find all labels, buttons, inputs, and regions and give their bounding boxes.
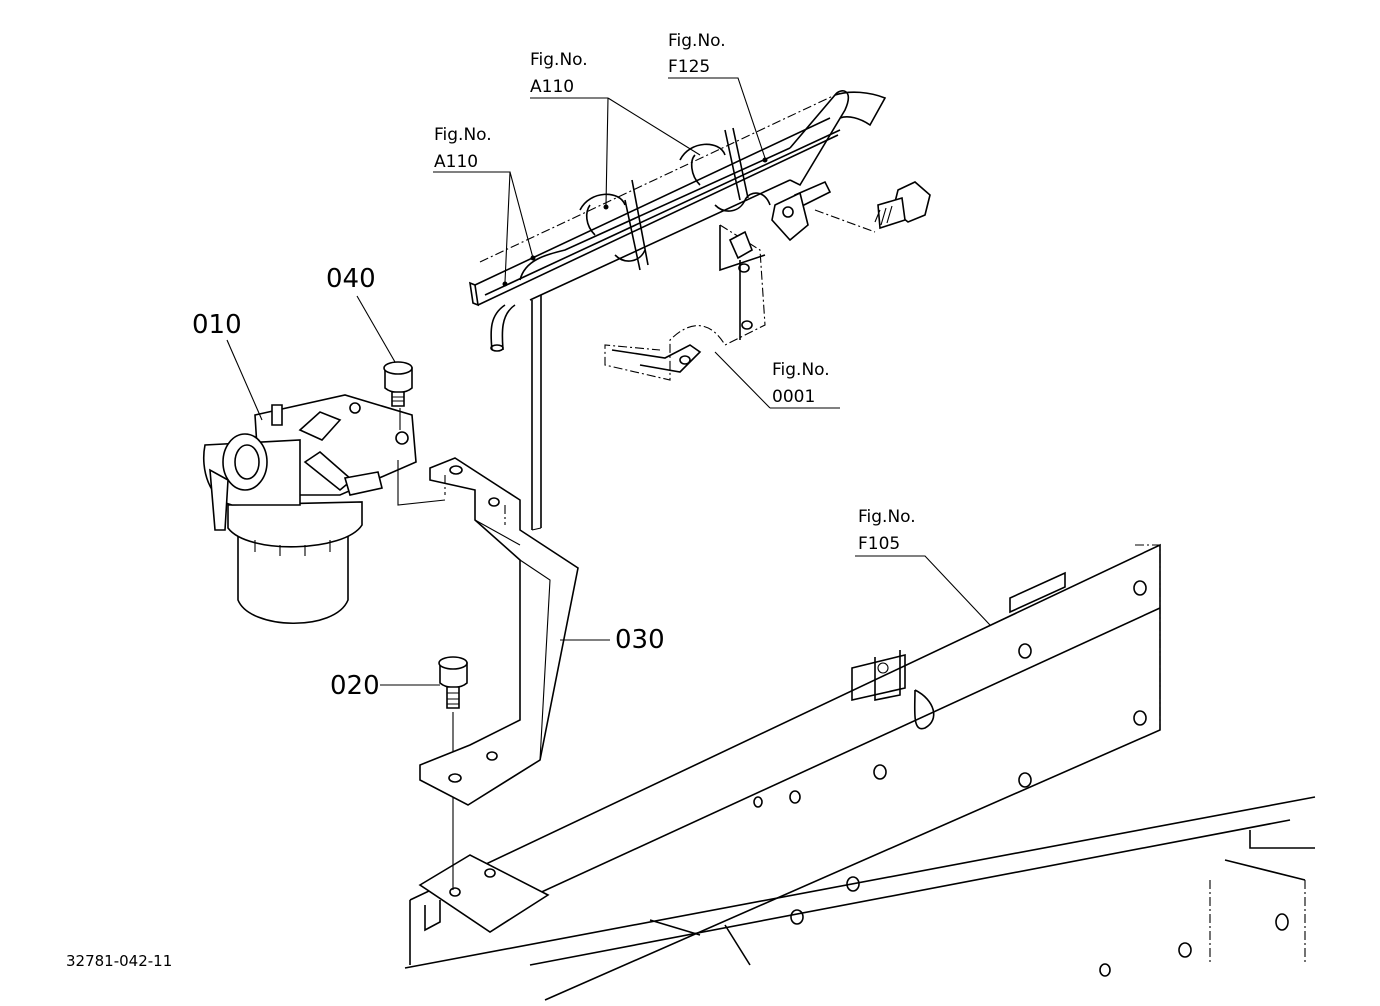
figref-a110-upper-line2: A110	[530, 77, 574, 97]
leader-lines	[226, 77, 991, 686]
label-part-010: 010	[192, 310, 242, 340]
diagram-code: 32781-042-11	[66, 952, 172, 970]
bracket-030	[419, 295, 579, 806]
chassis-frame	[404, 543, 1316, 1001]
fuel-pipe-assembly	[469, 90, 931, 352]
figure-references: Fig.No. A110 Fig.No. A110 Fig.No. F125 F…	[434, 31, 916, 554]
figref-0001-line1: Fig.No.	[772, 360, 830, 380]
fuel-filter-assembly	[203, 394, 446, 624]
figref-f125-line2: F125	[668, 57, 710, 77]
label-part-030: 030	[615, 625, 665, 655]
figref-f125-line1: Fig.No.	[668, 31, 726, 51]
figref-f105-line1: Fig.No.	[858, 507, 916, 527]
bolt-040	[383, 361, 413, 430]
figref-0001-line2: 0001	[772, 387, 815, 407]
bolt-020	[438, 656, 468, 890]
part-labels: 010 040 020 030	[192, 264, 665, 701]
figref-a110-upper-line1: Fig.No.	[530, 50, 588, 70]
figref-f105-line2: F105	[858, 534, 900, 554]
figref-a110-lower-line1: Fig.No.	[434, 125, 492, 145]
label-part-040: 040	[326, 264, 376, 294]
figref-a110-lower-line2: A110	[434, 152, 478, 172]
support-bracket	[604, 224, 766, 381]
label-part-020: 020	[330, 671, 380, 701]
